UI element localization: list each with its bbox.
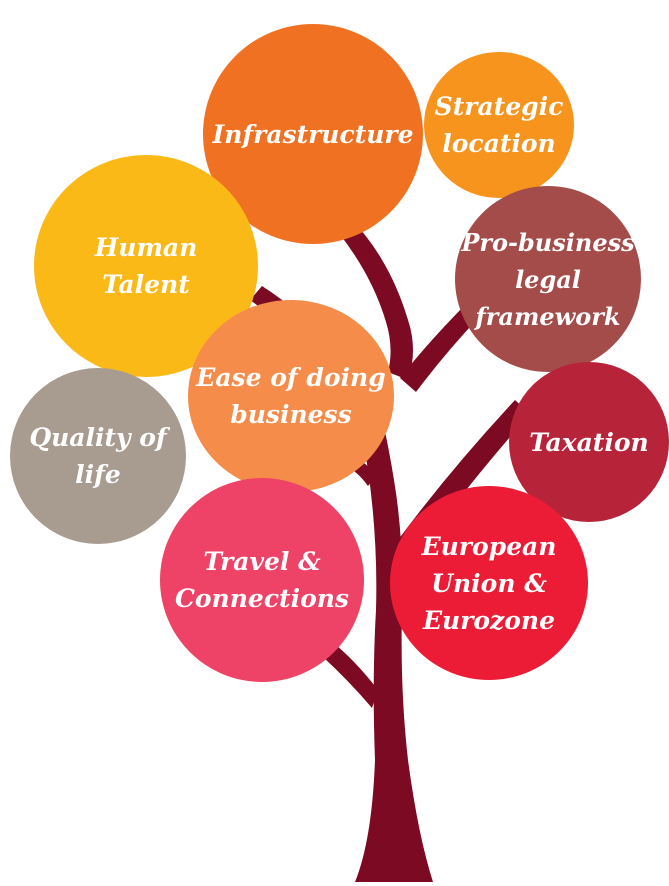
pro-business-label: Pro-business legal framework (461, 227, 635, 331)
pro-business-bubble: Pro-business legal framework (455, 186, 641, 372)
human-talent-label: Human Talent (94, 233, 198, 299)
ease-of-doing-business-bubble: Ease of doing business (188, 300, 394, 492)
european-union-label: European Union & Eurozone (421, 531, 557, 635)
travel-connections-bubble: Travel & Connections (160, 478, 364, 682)
strategic-location-label: Strategic location (434, 92, 564, 158)
european-union-bubble: European Union & Eurozone (390, 486, 588, 680)
infrastructure-label: Infrastructure (212, 119, 414, 149)
strategic-location-bubble: Strategic location (424, 52, 574, 198)
travel-connections-label: Travel & Connections (174, 547, 350, 613)
quality-of-life-label: Quality of life (29, 423, 167, 489)
ease-of-doing-business-label: Ease of doing business (196, 363, 386, 429)
taxation-label: Taxation (529, 427, 649, 457)
quality-of-life-bubble: Quality of life (10, 368, 186, 544)
taxation-bubble: Taxation (509, 362, 669, 522)
